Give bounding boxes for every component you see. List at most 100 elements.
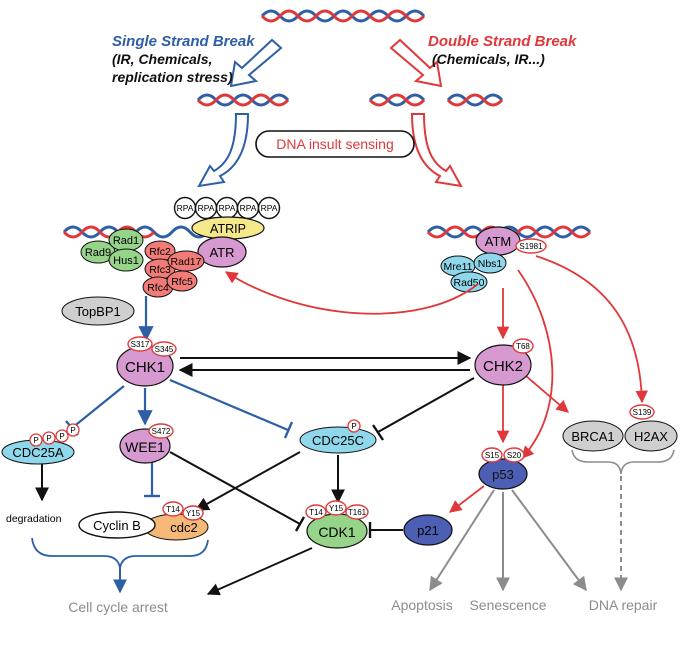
hus1-label: Hus1 [113,255,139,267]
s317-badge [127,336,153,352]
chk1-label: CHK1 [125,359,165,376]
t161-badge [345,504,369,520]
s317-label: S317 [131,340,150,349]
rpa-label: RPA [198,203,215,213]
dna-insult-sensing-box: DNA insult sensing [255,130,415,158]
s345-label: S345 [155,345,174,354]
s472-badge [148,423,174,439]
t14-badge-cdk1 [305,504,327,520]
cdc2-label: cdc2 [170,520,197,535]
edge-atm-p53 [517,269,554,459]
cell-cycle-arrest-label: Cell cycle arrest [68,599,168,615]
dna-insult-sensing-label: DNA insult sensing [276,136,394,152]
p21-label: p21 [417,523,439,538]
edge-atm-h2ax [535,255,648,404]
cdc25a-label: CDC25A [12,445,64,460]
y15-label: Y15 [186,509,201,518]
rad50-label: Rad50 [454,277,485,289]
nbs1-node [473,252,507,274]
cdk1-label: CDK1 [318,524,356,540]
repair-bracket [571,449,675,475]
edge-cdk1-arrest [206,547,313,596]
edge-cdc25c-cdc2 [194,451,301,511]
cyclinb-node [78,511,156,539]
s15-label: S15 [485,451,500,460]
chk2-node [474,344,532,386]
edge-atm-atr [224,271,479,315]
edge-p53-dnarepair [511,489,587,592]
rfc2-label: Rfc2 [149,246,171,258]
h2ax-node [624,420,678,452]
s1981-badge [515,238,547,254]
dsb-title: Double Strand Break [428,33,577,50]
ssb-cause-1: (IR, Chemicals, [112,51,212,67]
atr-label: ATR [209,245,234,260]
t68-label: T68 [516,342,530,351]
dna-helix-top [260,9,426,23]
rfc5-node [166,270,198,292]
s472-label: S472 [152,427,171,436]
rpa-label: RPA [240,203,257,213]
dsb-hollow-arrow [389,38,443,88]
s1981-label: S1981 [519,242,543,251]
t14-label: T14 [166,505,180,514]
s20-badge [503,447,525,463]
brca1-label: BRCA1 [571,429,614,444]
t161-label: T161 [348,508,367,517]
y15-badge-cdc2 [182,505,204,521]
s20-label: S20 [507,451,522,460]
atm-label: ATM [485,234,511,249]
ssb-hollow-arrow [229,38,283,88]
senescence-label: Senescence [469,597,546,613]
edge-chk1-cdc25a [71,385,125,429]
mre11-label: Mre11 [444,261,473,273]
dna-helix-dsb [368,93,504,107]
s139-badge [629,404,655,420]
s345-badge [151,341,177,357]
edge-p53-p21 [448,485,485,513]
wee1-label: WEE1 [125,439,165,455]
p-label: P [33,436,38,445]
edge-p53-apoptosis [429,489,495,592]
edges [31,255,675,596]
atrip-label: ATRIP [210,222,246,236]
apoptosis-label: Apoptosis [391,597,452,613]
t68-badge [512,338,534,354]
dna-repair-label: DNA repair [589,597,658,613]
p-label: P [59,432,64,441]
dna-helix-ssb [196,93,290,107]
arrest-bracket [31,537,209,569]
cdc25a-phospho-badges: P P P P [29,423,80,447]
nbs1-label: Nbs1 [478,258,503,270]
rad9-label: Rad9 [85,247,111,259]
ssb-sensing-arrow [197,113,250,188]
rfc5-label: Rfc5 [171,276,193,288]
t14-label: T14 [309,508,323,517]
rpa-label: RPA [219,203,236,213]
p53-node [478,458,528,490]
atr-node [197,236,247,268]
rpa-chain: RPA RPA RPA RPA RPA [173,196,281,220]
brca1-node [562,420,624,452]
rfc4-label: Rfc4 [147,282,169,294]
edge-chk2-brca1 [525,375,569,413]
y15-badge-cdk1 [325,500,347,516]
p-label: P [46,434,51,443]
rpa-label: RPA [261,203,278,213]
edge-chk1-cdc25c [169,378,289,432]
cdc25c-label: CDC25C [312,433,364,448]
s15-badge [481,447,503,463]
s139-label: S139 [633,408,652,417]
p-label: P [70,426,75,435]
y15-label: Y15 [329,504,344,513]
ssb-cause-2: replication stress) [112,69,233,85]
dsb-cause: (Chemicals, IR...) [432,51,545,67]
rpa-label: RPA [177,203,194,213]
rad50-node [450,271,488,293]
rad1-label: Rad1 [113,235,139,247]
p53-label: p53 [492,467,514,482]
edge-chk2-cdc25c [377,377,475,433]
cdc25c-p-label: P [351,422,356,431]
p21-node [403,514,453,546]
